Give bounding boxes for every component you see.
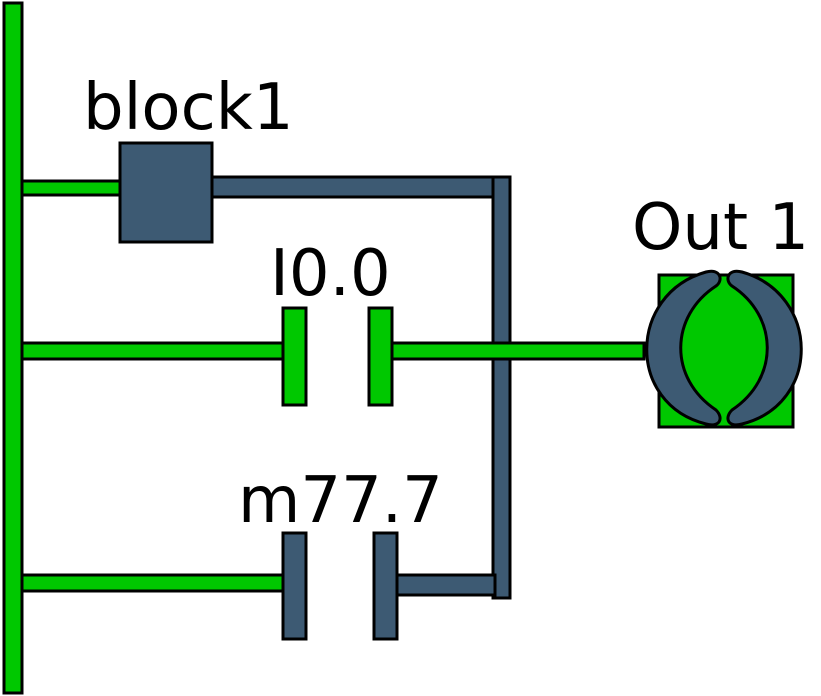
rung2-wire-out — [389, 341, 646, 361]
power-rail — [2, 1, 24, 695]
contact-m77-7-left-plate[interactable] — [281, 531, 308, 641]
coil-out1-left-arc — [645, 269, 722, 427]
rung2-wire-in — [20, 341, 288, 361]
rung1-wire-in — [20, 179, 124, 197]
coil-out1-label: Out 1 — [632, 191, 809, 265]
coil-out1[interactable] — [645, 269, 803, 429]
contact-i0-0-left-plate[interactable] — [281, 306, 308, 407]
contact-m77-7-right-plate[interactable] — [372, 531, 399, 641]
contact-i0-0-label: I0.0 — [270, 237, 391, 311]
block1-box[interactable] — [118, 141, 214, 244]
rung1-wire-out — [210, 175, 498, 199]
rung3-wire-in — [20, 573, 286, 593]
branch-bus — [491, 175, 512, 600]
block1-label: block1 — [83, 71, 294, 145]
coil-out1-right-arc — [726, 269, 803, 427]
rung3-wire-out — [395, 573, 497, 597]
contact-m77-7-label: m77.7 — [238, 464, 443, 538]
contact-i0-0-right-plate[interactable] — [367, 306, 394, 407]
